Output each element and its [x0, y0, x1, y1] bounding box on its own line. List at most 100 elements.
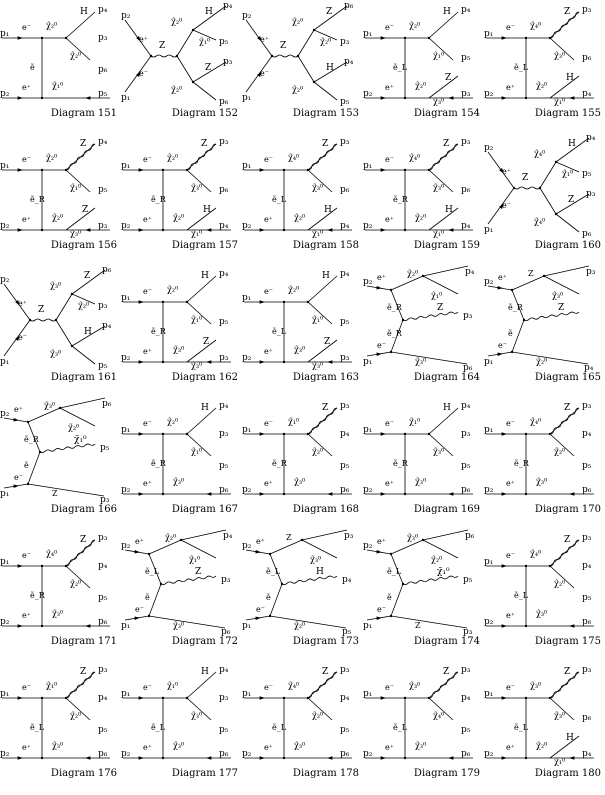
higgs-line [59, 397, 106, 409]
momentum-label: p₅ [342, 627, 352, 636]
neutralino-label: χ̃₁⁰ [189, 555, 200, 564]
momentum-label: p₆ [340, 485, 350, 495]
particle-label: e⁺ [506, 479, 515, 488]
arrow-icon [134, 549, 140, 554]
momentum-label: p₁ [363, 621, 372, 631]
momentum-label: p₂ [484, 89, 494, 99]
particle-label: e⁻ [143, 287, 152, 296]
neutralino-line [71, 293, 96, 305]
momentum-label: p₆ [219, 749, 229, 759]
arrow-icon [448, 492, 454, 496]
z-boson-line [513, 186, 541, 190]
momentum-label: p₅ [340, 97, 350, 107]
neutralino-label: χ̃₃⁰ [52, 741, 63, 750]
boson-label: H [201, 667, 209, 677]
arrow-icon [380, 168, 386, 172]
propagator-label: ẽ [30, 63, 35, 72]
z-boson-line [428, 143, 459, 171]
diagram-caption: Diagram 153 [292, 108, 359, 119]
propagator-label: ẽ_L [266, 567, 281, 576]
momentum-label: p₁ [484, 689, 493, 699]
particle-label: e⁻ [498, 341, 507, 350]
neutralino-label: χ̃₁⁰ [199, 37, 210, 46]
neutralino-label: χ̃₂⁰ [46, 21, 57, 30]
boson-label: Z [280, 41, 286, 51]
neutralino-label: χ̃₃⁰ [173, 741, 184, 750]
neutralino-label: χ̃₂⁰ [292, 17, 303, 26]
particle-label: e⁺ [22, 215, 31, 224]
arrow-icon [380, 228, 386, 232]
propagator-line [390, 583, 404, 617]
particle-label: e⁻ [143, 419, 152, 428]
momentum-label: p₅ [98, 593, 108, 603]
arrow-icon [206, 492, 212, 496]
higgs-line [428, 407, 459, 435]
arrow-icon [501, 492, 507, 496]
arrow-icon [17, 564, 23, 568]
momentum-label: p₃ [221, 575, 231, 585]
momentum-label: p₂ [363, 749, 373, 759]
z-boson-line [549, 407, 580, 435]
particle-label: e⁻ [385, 23, 394, 32]
boson-label: Z [195, 567, 201, 577]
arrow-icon [259, 756, 265, 760]
momentum-label: p₂ [242, 221, 252, 231]
diagram-caption: Diagram 157 [171, 240, 238, 251]
neutralino-label: χ̃₂⁰ [431, 555, 442, 564]
vertex-dot [149, 54, 153, 58]
neutralino-label: χ̃₄⁰ [534, 149, 545, 158]
momentum-label: p₆ [219, 97, 229, 107]
higgs-line [307, 275, 338, 303]
diagram-caption: Diagram 177 [171, 768, 238, 779]
momentum-label: p₄ [98, 5, 108, 15]
neutralino-label: χ̃₃⁰ [44, 401, 55, 410]
vertex-dot [542, 274, 546, 278]
z-boson-line [65, 671, 96, 699]
neutralino-line [307, 169, 333, 193]
arrow-icon [501, 432, 507, 436]
neutralino-line [390, 615, 468, 629]
momentum-label: p₄ [98, 561, 108, 571]
arrow-icon [259, 492, 265, 496]
boson-label: H [566, 73, 574, 83]
propagator-line [390, 289, 404, 321]
momentum-label: p₆ [102, 399, 112, 409]
z-boson-line [549, 539, 580, 567]
neutralino-label: χ̃₃⁰ [50, 349, 61, 358]
z-boson-line [271, 54, 299, 58]
neutralino-label: χ̃₂⁰ [46, 153, 57, 162]
neutralino-label: χ̃₂⁰ [52, 213, 63, 222]
momentum-label: p₃ [98, 301, 108, 311]
propagator-label: ẽ_R [393, 195, 409, 204]
neutralino-label: χ̃₃⁰ [50, 281, 61, 290]
vertex-dot [306, 300, 310, 304]
diagram-caption: Diagram 154 [413, 108, 480, 119]
particle-label: e⁺ [385, 215, 394, 224]
propagator-label: ẽ_L [514, 723, 529, 732]
arrow-icon [569, 96, 575, 100]
particle-label: e⁺ [264, 479, 273, 488]
neutralino-line [65, 169, 91, 193]
momentum-label: p₃ [219, 137, 229, 147]
neutralino-label: χ̃₃⁰ [433, 97, 444, 106]
neutralino-label: χ̃₁⁰ [167, 681, 178, 690]
arrow-icon [138, 168, 144, 172]
particle-label: e⁻ [385, 683, 394, 692]
particle-label: e⁻ [502, 201, 511, 210]
momentum-label: p₂ [121, 221, 131, 231]
particle-label: e⁻ [143, 683, 152, 692]
arrow-icon [501, 564, 507, 568]
momentum-label: p₆ [461, 185, 471, 195]
z-boson-line [160, 575, 217, 586]
neutralino-label: χ̃₃⁰ [294, 741, 305, 750]
neutralino-line [511, 275, 545, 291]
neutralino-line [55, 293, 73, 321]
arrow-icon [15, 335, 20, 341]
neutralino-label: Z [286, 533, 292, 542]
